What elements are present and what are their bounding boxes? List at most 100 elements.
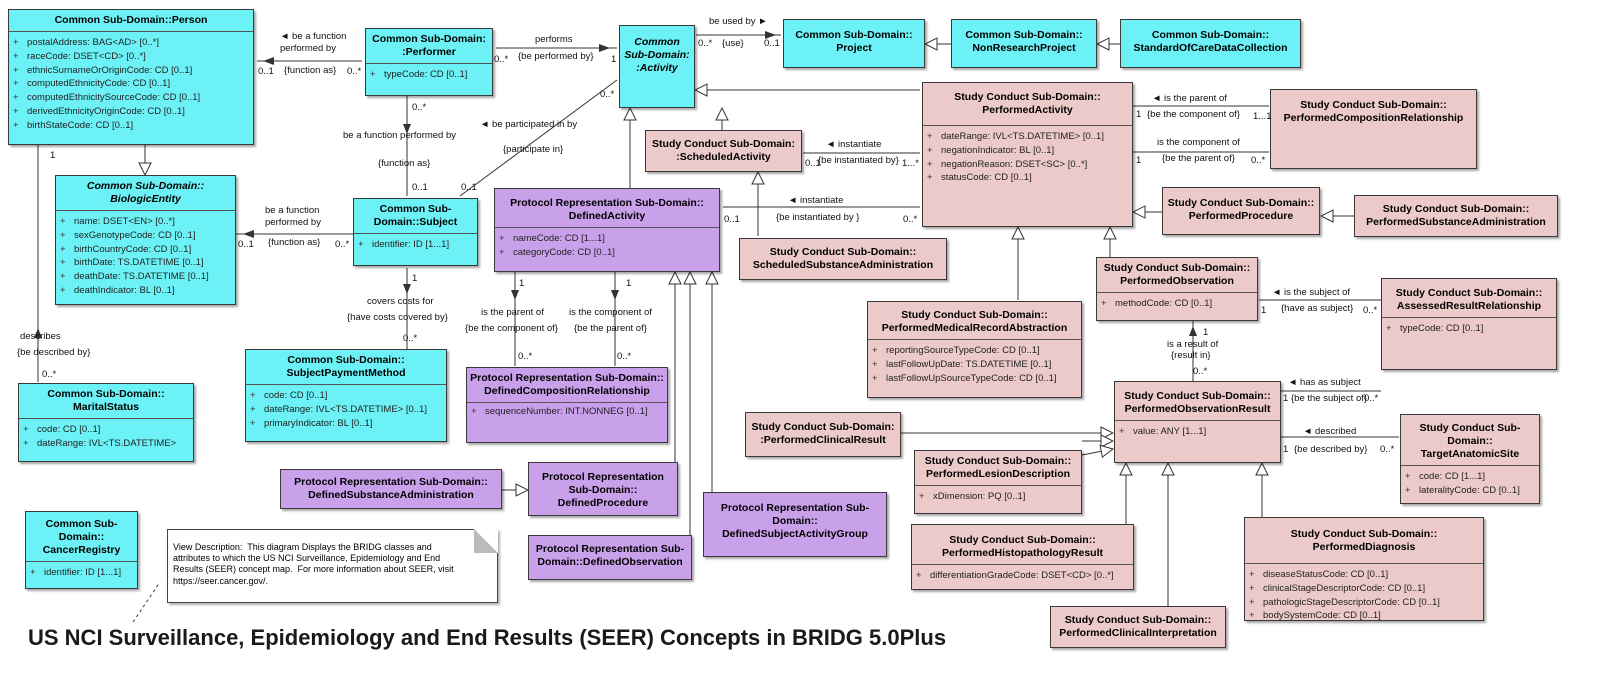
- attribute: identifier: ID [1...1]: [30, 566, 133, 580]
- histopathology-class[interactable]: Study Conduct Sub-Domain:: PerformedHist…: [911, 524, 1134, 590]
- attribute: postalAddress: BAG<AD> [0..*]: [13, 36, 249, 50]
- activity-class[interactable]: Common Sub-Domain: :Activity: [619, 25, 695, 108]
- performed-substance-class[interactable]: Study Conduct Sub-Domain:: PerformedSubs…: [1354, 195, 1558, 237]
- defined-observation-class-title: Protocol Representation Sub-Domain::Defi…: [535, 543, 685, 568]
- diagnosis-class[interactable]: Study Conduct Sub-Domain:: PerformedDiag…: [1244, 517, 1484, 621]
- attribute: primaryIndicator: BL [0..1]: [250, 417, 442, 431]
- multiplicity-label: 0..*: [403, 333, 418, 344]
- defined-subject-group-class[interactable]: Protocol Representation Sub-Domain:: Def…: [703, 492, 887, 557]
- defined-observation-class[interactable]: Protocol Representation Sub-Domain::Defi…: [528, 535, 692, 580]
- attribute: computedEthnicityCode: CD [0..1]: [13, 77, 249, 91]
- association-label: performs: [535, 34, 573, 45]
- cancer-registry-class-title: Common Sub-Domain:: CancerRegistry: [42, 518, 121, 556]
- multiplicity-label: 0..*: [1251, 155, 1266, 166]
- attribute: methodCode: CD [0..1]: [1101, 297, 1253, 311]
- association-label: performed by: [265, 217, 321, 228]
- project-class-title: Common Sub-Domain:: Project: [795, 29, 913, 54]
- attribute: sequenceNumber: INT.NONNEG [0..1]: [471, 405, 663, 419]
- attribute: identifier: ID [1...1]: [358, 238, 473, 252]
- observation-result-class[interactable]: Study Conduct Sub-Domain:: PerformedObse…: [1114, 381, 1281, 463]
- marital-status-class[interactable]: Common Sub-Domain:: MaritalStatus code: …: [18, 383, 194, 462]
- multiplicity-label: 0..*: [903, 214, 918, 225]
- attribute: value: ANY [1...1]: [1119, 425, 1276, 439]
- association-label: {have costs covered by}: [347, 312, 448, 323]
- multiplicity-label: 0..1: [724, 214, 740, 225]
- attribute: pathologicStageDescriptorCode: CD [0..1]: [1249, 596, 1479, 610]
- performer-class[interactable]: Common Sub-Domain: :Performer typeCode: …: [365, 28, 493, 96]
- scheduled-activity-class[interactable]: Study Conduct Sub-Domain: :ScheduledActi…: [645, 130, 802, 172]
- assessed-result-class-title: Study Conduct Sub-Domain:: AssessedResul…: [1395, 287, 1543, 312]
- association-label: performed by: [280, 43, 336, 54]
- attribute: reportingSourceTypeCode: CD [0..1]: [872, 344, 1077, 358]
- attribute: typeCode: CD [0..1]: [370, 68, 488, 82]
- association-label: ◄ is the parent of: [1152, 93, 1227, 104]
- multiplicity-label: 0..*: [347, 66, 362, 77]
- diagnosis-attrs: diseaseStatusCode: CD [0..1] clinicalSta…: [1245, 563, 1483, 620]
- defined-substance-class[interactable]: Protocol Representation Sub-Domain:: Def…: [280, 469, 502, 509]
- association-label: ◄ described: [1303, 426, 1357, 437]
- performed-composition-class[interactable]: Study Conduct Sub-Domain:: PerformedComp…: [1270, 89, 1477, 169]
- biologic-entity-attrs: name: DSET<EN> [0..*] sexGenotypeCode: C…: [56, 210, 235, 300]
- cancer-registry-class[interactable]: Common Sub-Domain:: CancerRegistry ident…: [25, 511, 138, 589]
- multiplicity-label: 0..*: [1364, 393, 1379, 404]
- subject-class[interactable]: Common Sub-Domain::Subject identifier: I…: [353, 198, 478, 266]
- performed-procedure-class[interactable]: Study Conduct Sub-Domain:: PerformedProc…: [1162, 187, 1320, 235]
- subject-class-title: Common Sub-Domain::Subject: [373, 203, 458, 228]
- multiplicity-label: 0..*: [1193, 366, 1208, 377]
- association-label: ◄ be a function: [280, 31, 347, 42]
- association-label: {be the component of}: [465, 323, 558, 334]
- multiplicity-label: 0..1: [258, 66, 274, 77]
- marital-status-attrs: code: CD [0..1] dateRange: IVL<TS.DATETI…: [19, 418, 193, 453]
- person-class[interactable]: Common Sub-Domain::Person postalAddress:…: [8, 9, 254, 145]
- multiplicity-label: 0..*: [42, 369, 57, 380]
- multiplicity-label: 0..1: [461, 182, 477, 193]
- multiplicity-label: 0..1: [764, 38, 780, 49]
- multiplicity-label: 0..*: [335, 239, 350, 250]
- attribute: categoryCode: CD [0..1]: [499, 246, 715, 260]
- defined-activity-class[interactable]: Protocol Representation Sub-Domain:: Def…: [494, 188, 720, 272]
- performed-activity-class[interactable]: Study Conduct Sub-Domain:: PerformedActi…: [922, 82, 1133, 227]
- marital-status-class-title: Common Sub-Domain:: MaritalStatus: [47, 388, 165, 413]
- performed-activity-class-title: Study Conduct Sub-Domain:: PerformedActi…: [954, 91, 1101, 116]
- association-label: {be instantiated by }: [776, 212, 860, 223]
- performed-observation-attrs: methodCode: CD [0..1]: [1097, 292, 1257, 313]
- assessed-result-class[interactable]: Study Conduct Sub-Domain:: AssessedResul…: [1381, 278, 1557, 370]
- scheduled-activity-class-title: Study Conduct Sub-Domain: :ScheduledActi…: [652, 138, 795, 163]
- multiplicity-label: 1: [626, 278, 632, 289]
- target-anatomic-class[interactable]: Study Conduct Sub-Domain:: TargetAnatomi…: [1400, 414, 1540, 504]
- project-class[interactable]: Common Sub-Domain:: Project: [783, 19, 925, 68]
- performed-activity-attrs: dateRange: IVL<TS.DATETIME> [0..1] negat…: [923, 125, 1132, 187]
- lesion-description-class-title: Study Conduct Sub-Domain:: PerformedLesi…: [924, 455, 1072, 480]
- association-label: describes: [20, 331, 61, 342]
- scheduled-substance-class[interactable]: Study Conduct Sub-Domain:: ScheduledSubs…: [739, 238, 947, 280]
- association-label: {be performed by}: [518, 51, 594, 62]
- performed-observation-class[interactable]: Study Conduct Sub-Domain:: PerformedObse…: [1096, 257, 1258, 321]
- defined-procedure-class[interactable]: Protocol Representation Sub-Domain:: Def…: [528, 462, 678, 516]
- multiplicity-label: 0..1: [238, 239, 254, 250]
- defined-activity-attrs: nameCode: CD [1...1] categoryCode: CD [0…: [495, 227, 719, 262]
- lesion-description-class[interactable]: Study Conduct Sub-Domain:: PerformedLesi…: [914, 450, 1082, 514]
- defined-procedure-class-title: Protocol Representation Sub-Domain:: Def…: [542, 471, 664, 509]
- defined-composition-class[interactable]: Protocol Representation Sub-Domain:: Def…: [466, 367, 668, 443]
- subject-payment-class[interactable]: Common Sub-Domain:: SubjectPaymentMethod…: [245, 349, 447, 442]
- clinical-result-class[interactable]: Study Conduct Sub-Domain: :PerformedClin…: [745, 412, 901, 457]
- association-label: {be the parent of}: [1162, 153, 1235, 164]
- multiplicity-label: 1: [611, 54, 617, 65]
- assessed-result-attrs: typeCode: CD [0..1]: [1382, 317, 1556, 338]
- clinical-interpretation-class[interactable]: Study Conduct Sub-Domain:: PerformedClin…: [1050, 606, 1226, 648]
- attribute: name: DSET<EN> [0..*]: [60, 215, 231, 229]
- biologic-entity-class[interactable]: Common Sub-Domain:: BiologicEntity name:…: [55, 175, 236, 305]
- multiplicity-label: 1: [1203, 327, 1209, 338]
- attribute: xDimension: PQ [0..1]: [919, 490, 1077, 504]
- navigability-arrows: [34, 31, 1197, 338]
- standard-of-care-class[interactable]: Common Sub-Domain:: StandardOfCareDataCo…: [1120, 19, 1301, 68]
- multiplicity-label: 1...1: [1253, 111, 1272, 122]
- nonresearch-project-class[interactable]: Common Sub-Domain:: NonResearchProject: [951, 19, 1097, 68]
- multiplicity-label: 0..*: [518, 351, 533, 362]
- activity-class-title: Common Sub-Domain: :Activity: [624, 36, 690, 74]
- association-label: is a result of: [1167, 339, 1219, 350]
- attribute: computedEthnicitySourceCode: CD [0..1]: [13, 91, 249, 105]
- medical-record-class[interactable]: Study Conduct Sub-Domain:: PerformedMedi…: [867, 301, 1082, 398]
- attribute: code: CD [0..1]: [23, 423, 189, 437]
- multiplicity-label: 1: [1136, 155, 1142, 166]
